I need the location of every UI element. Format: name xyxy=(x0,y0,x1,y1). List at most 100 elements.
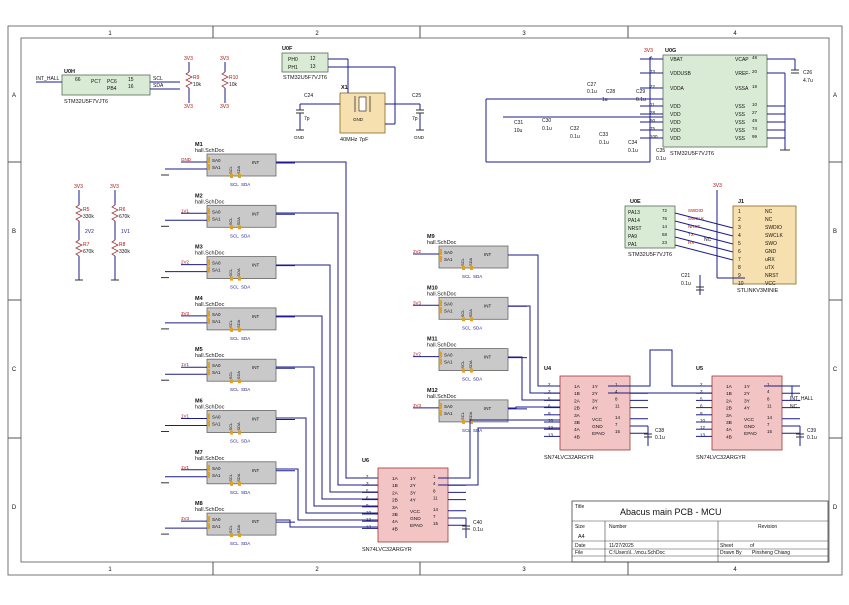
hall-pin-sda: SDA xyxy=(236,422,241,431)
u0h-scl-net: SCL xyxy=(153,76,163,82)
u0e-wire xyxy=(674,236,734,253)
hall-pin-sa1: SA1 xyxy=(444,360,453,365)
gate-pin-num-14: 14 xyxy=(433,507,439,512)
gate-pin-2b: 2B xyxy=(574,406,580,412)
r10-value: 10k xyxy=(229,82,238,88)
gate-ref: U5 xyxy=(696,366,703,372)
gate-nc-label: NC xyxy=(790,404,798,410)
or-gate-u5[interactable]: U5SN74LVC32ARGYR1A21B32A52B63A93B104A124… xyxy=(696,366,817,461)
gate-pin-num-7: 7 xyxy=(433,514,436,519)
hall-port-scl xyxy=(230,225,233,230)
hall-sa-net: 3V3 xyxy=(181,311,190,316)
u0h-block[interactable]: U0H STM32U5F7VJT6 INT_HALL 66 PC7 PC6 15… xyxy=(36,69,180,105)
u0f-block[interactable]: U0F PH0 PH1 12 13 STM32U5F7VJT6 xyxy=(281,46,395,81)
sheet-label: Sheet xyxy=(720,543,734,549)
c35-value: 0.1u xyxy=(656,156,666,162)
drawn-label: Drawn By xyxy=(720,550,742,556)
sheet-border: 1 2 3 4 1 2 3 4 A B C D A B C D xyxy=(7,25,843,576)
hall-port-sa1 xyxy=(208,420,210,427)
or-gate-u6[interactable]: U6SN74LVC32ARGYR1A21B32A52B63A93B104A124… xyxy=(362,458,483,553)
gate-pin-num-11: 11 xyxy=(615,404,620,409)
hall-sheet-box xyxy=(438,245,509,269)
hall-pin-sa0: SA0 xyxy=(212,517,221,522)
file-value: C:\Users\l...\mcu.SchDoc xyxy=(609,550,665,556)
hall-sda-net: SDA xyxy=(473,377,482,382)
gate-pin-num-14: 14 xyxy=(767,415,773,420)
gate-ref: U6 xyxy=(362,458,369,464)
hall-pin-sa0: SA0 xyxy=(444,353,453,358)
hall-scl-net: SCL xyxy=(230,387,239,392)
gate-pin-num-13: 13 xyxy=(548,432,554,437)
gate-pin-num-4: 4 xyxy=(433,481,436,486)
gate-pin-1b: 1B xyxy=(726,391,732,397)
hall-port-scl xyxy=(230,533,233,538)
hall-sheet-file: hall.SchDoc xyxy=(427,240,457,246)
u0g-pin-vcap-48: VCAP xyxy=(735,57,749,63)
gate-pin-num-3: 3 xyxy=(548,389,551,394)
j1-part: STLINKV3MINIE xyxy=(737,288,779,294)
hall-port-sa1 xyxy=(208,317,210,324)
hall-sa-net: 2V2 xyxy=(181,260,190,265)
u0f-pin-ph1: PH1 xyxy=(288,65,298,71)
hall-sheet-file: hall.SchDoc xyxy=(195,251,225,257)
u0g-pin-num-75: 75 xyxy=(650,126,656,131)
hall-sheet-box xyxy=(206,256,277,280)
hall-sheet-box xyxy=(206,204,277,228)
hall-pin-sa1: SA1 xyxy=(212,268,221,273)
div1-mid-net: 2V2 xyxy=(85,229,94,235)
hall-sheet-box xyxy=(206,461,277,485)
or-gate-u4[interactable]: U4SN74LVC32ARGYR1A21B32A52B63A93B104A124… xyxy=(544,366,665,461)
r10-ref: R10 xyxy=(229,75,238,81)
u0g-pin-vssa-19: VSSA xyxy=(735,86,749,92)
j1-pin-num-5: 5 xyxy=(738,241,741,247)
hall-sheet-box xyxy=(438,399,509,423)
hall-ref: M6 xyxy=(195,399,203,405)
hall-port-sa0 xyxy=(440,300,442,307)
x1-gnd-label: GND xyxy=(353,117,364,122)
file-label: File xyxy=(575,550,583,556)
grid-col-2-top: 2 xyxy=(315,31,319,37)
gate-pin-num-8: 8 xyxy=(767,396,770,401)
crystal-x1[interactable]: X1 GND 40MHz 7pF C24 7p C25 7p GND GND xyxy=(294,59,425,143)
hall-pin-int: INT xyxy=(252,417,260,422)
gate-cap-value: 0.1u xyxy=(473,527,483,533)
c28-ref: C28 xyxy=(606,89,615,95)
gate-pin-num-8: 8 xyxy=(433,488,436,493)
u0e-wire xyxy=(674,244,734,261)
hall-scl-net: SCL xyxy=(230,439,239,444)
int-bus-wiring xyxy=(276,161,793,528)
hall-pin-sa1: SA1 xyxy=(212,319,221,324)
r9-net: 3V3 xyxy=(184,104,193,110)
hall-pin-int: INT xyxy=(484,303,492,308)
u0e-pin-pa9: PA9 xyxy=(628,234,637,240)
hall-pin-sa0: SA0 xyxy=(444,404,453,409)
gate-pin-num-15: 15 xyxy=(615,429,621,434)
u0g-pin-num-99: 99 xyxy=(752,134,758,139)
hall-port-sa0 xyxy=(440,249,442,255)
hall-port-scl xyxy=(230,379,233,384)
hall-port-sa0 xyxy=(208,516,210,523)
c31-value: 10u xyxy=(514,128,523,134)
c25-ref: C25 xyxy=(412,93,421,99)
div1-r2-value: 670k xyxy=(83,249,94,255)
hall-pin-sa0: SA0 xyxy=(212,158,221,163)
gate-pin-1a: 1A xyxy=(574,384,581,390)
hall-ref: M5 xyxy=(195,347,203,353)
hall-pin-sa0: SA0 xyxy=(212,466,221,471)
u0g-pin-vss-27: VSS xyxy=(735,112,746,118)
u0g-power-block[interactable]: U0G STM32U5F7VJT6 3V3 VBAT6VDDUSB73VDDA2… xyxy=(485,48,813,163)
